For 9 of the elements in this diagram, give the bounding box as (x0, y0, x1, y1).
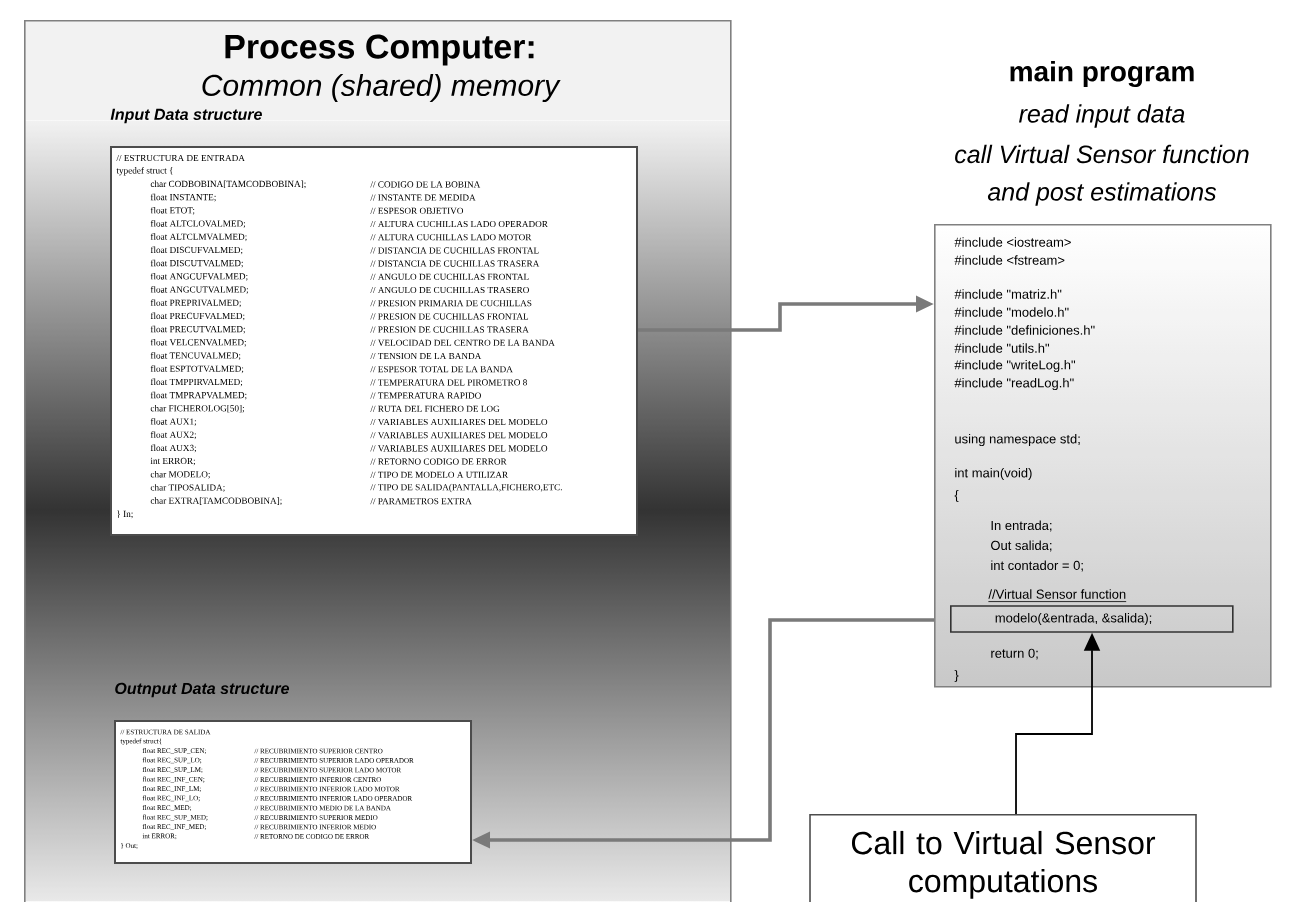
description-line: call Virtual Sensor function (955, 144, 1249, 164)
section-heading: main program (1010, 60, 1194, 88)
description-line: read input data (1019, 104, 1185, 128)
section-heading: Outnput Data structure (115, 682, 290, 698)
description-line: and post estimations (987, 182, 1217, 206)
callout-box: Call to Virtual Sensor computations (809, 814, 1197, 902)
panel-title: Process Computer: (225, 34, 534, 66)
panel-subtitle: Common (shared) memory (202, 74, 561, 102)
section-heading: Input Data structure (110, 108, 262, 124)
